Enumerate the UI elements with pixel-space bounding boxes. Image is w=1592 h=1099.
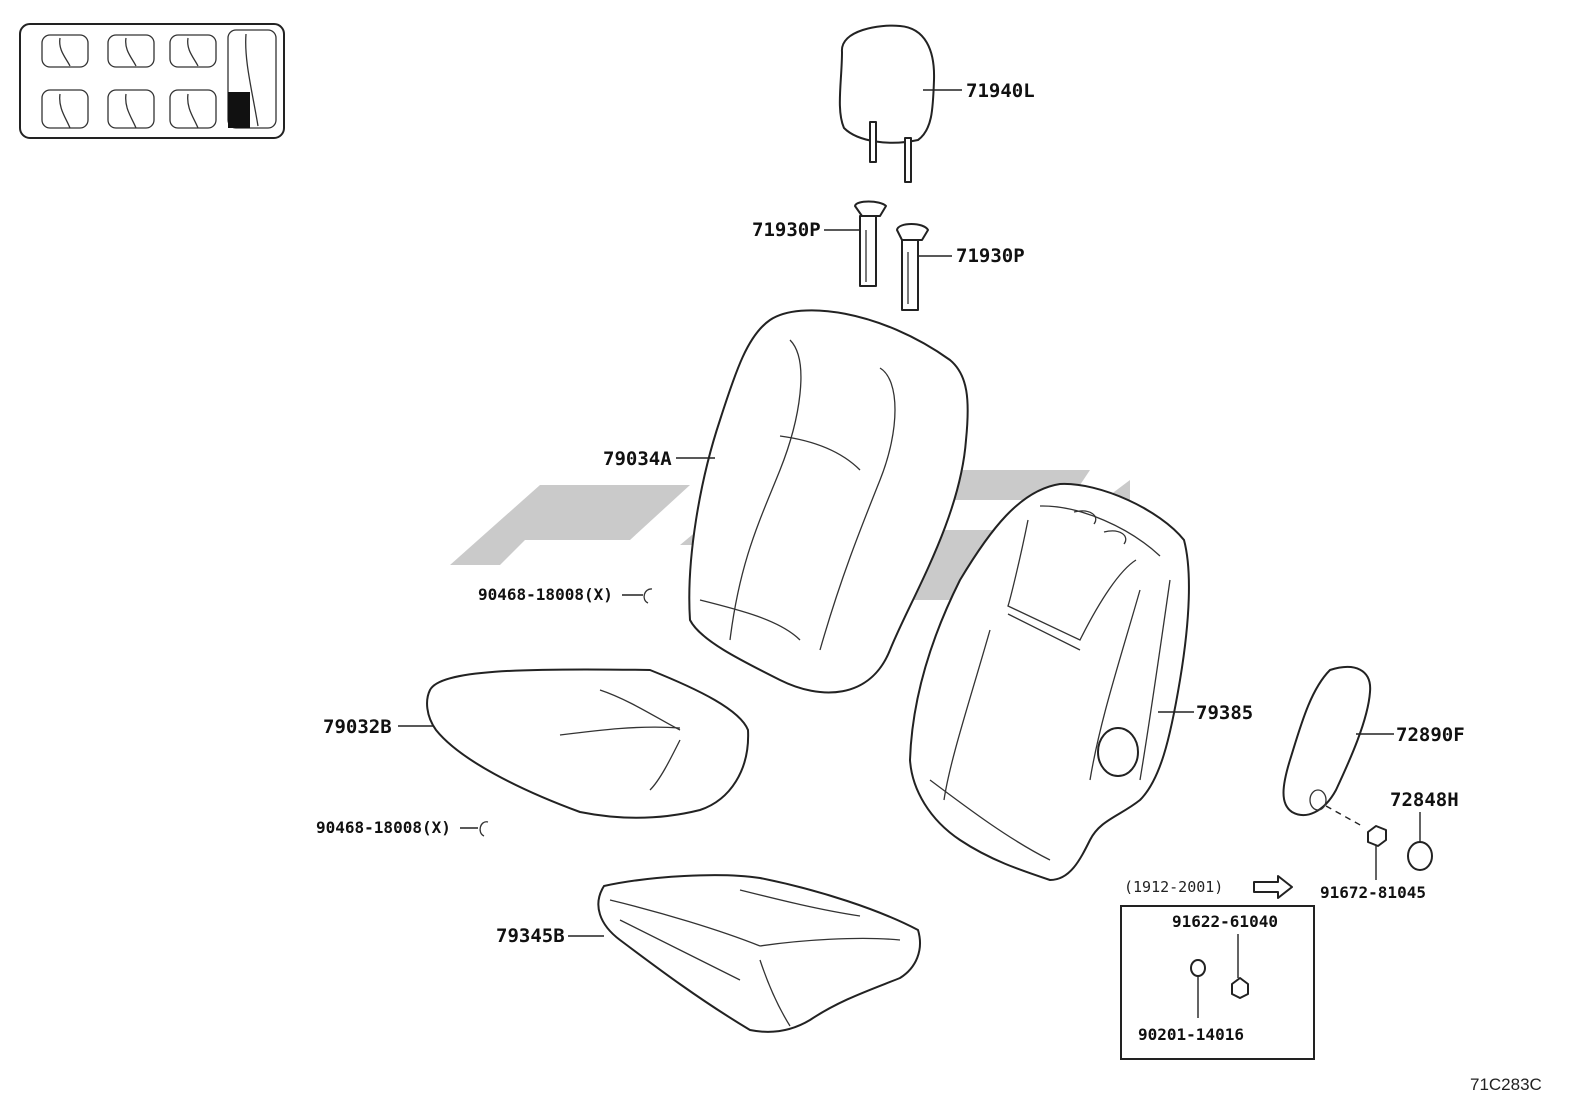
label-cushion-pad: 79345B — [496, 925, 565, 947]
label-seatback-frame: 79385 — [1196, 702, 1253, 724]
headrest-support-right — [896, 223, 952, 311]
label-inset-bolt: 91622-61040 — [1172, 912, 1278, 931]
label-seatback-cover: 79034A — [603, 448, 672, 470]
cushion-pad — [568, 874, 921, 1033]
label-headrest: 71940L — [966, 80, 1035, 102]
label-hog-ring-cushion: 90468-18008(X) — [316, 818, 451, 837]
seatback-frame — [909, 482, 1194, 881]
label-armrest: 72890F — [1396, 724, 1465, 746]
inset-date-range: (1912-2001) — [1124, 878, 1223, 896]
armrest — [1282, 666, 1394, 827]
inset-box — [1120, 905, 1315, 1060]
label-inset-washer: 90201-14016 — [1138, 1025, 1244, 1044]
seatback-cover — [676, 309, 969, 694]
figure-code: 71C283C — [1470, 1075, 1542, 1094]
headrest — [838, 24, 962, 183]
label-armrest-cap: 72848H — [1390, 789, 1459, 811]
armrest-cap — [1407, 812, 1433, 871]
seat-position-index — [19, 23, 285, 139]
label-support-left: 71930P — [752, 219, 821, 241]
label-support-right: 71930P — [956, 245, 1025, 267]
hog-ring-cushion — [460, 821, 489, 837]
hog-ring-back — [622, 588, 653, 604]
cushion-cover — [398, 668, 750, 819]
label-hog-ring-back: 90468-18008(X) — [478, 585, 613, 604]
armrest-bolt — [1367, 825, 1387, 880]
headrest-support-left — [824, 200, 887, 287]
label-armrest-bolt: 91672-81045 — [1320, 883, 1426, 902]
label-cushion-cover: 79032B — [323, 716, 392, 738]
inset-note: (1912-2001) — [1124, 875, 1293, 899]
